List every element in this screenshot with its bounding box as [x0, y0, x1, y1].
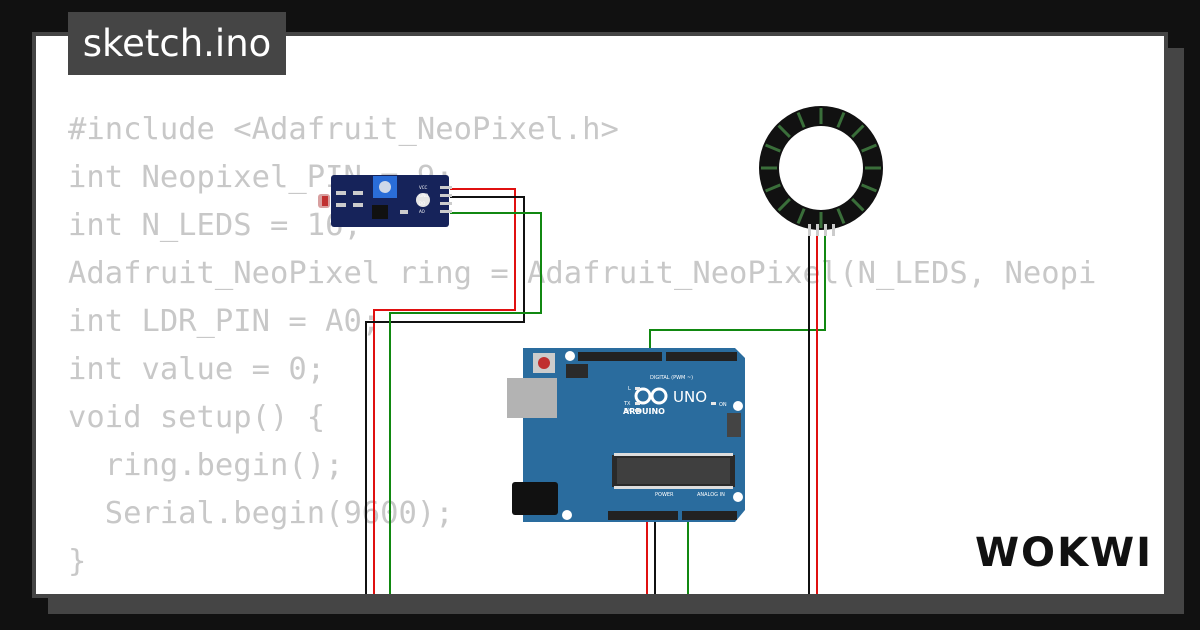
ring-led: [796, 111, 806, 128]
ring-led: [777, 198, 791, 212]
arduino-brand: ARDUINO: [623, 407, 665, 416]
wire-ring-din: [649, 232, 826, 356]
wire-ldr-vcc: [373, 188, 516, 594]
code-line: int LDR_PIN = A0;: [68, 304, 381, 339]
power-label: POWER: [655, 492, 674, 498]
ring-led: [865, 166, 881, 170]
ldr-pin-label: DO: [419, 201, 425, 206]
power-header[interactable]: [608, 511, 678, 520]
ldr-pin-label: VCC: [419, 185, 428, 190]
file-tab[interactable]: sketch.ino: [68, 12, 286, 75]
code-line: #include <Adafruit_NeoPixel.h>: [68, 112, 619, 147]
ldr-pin-label: AO: [419, 209, 425, 214]
arduino-logo: [634, 387, 668, 405]
ring-led: [764, 183, 781, 193]
code-line: Serial.begin(9600);: [68, 496, 454, 531]
digital-header-right[interactable]: [666, 352, 737, 361]
code-line: int N_LEDS = 16;: [68, 208, 362, 243]
arduino-model: UNO: [673, 388, 707, 406]
code-line: }: [68, 544, 87, 579]
ring-led: [777, 124, 791, 138]
preview-card: #include <Adafruit_NeoPixel.h>int Neopix…: [32, 32, 1168, 598]
ring-led: [861, 183, 878, 193]
ring-led: [761, 166, 777, 170]
arduino-uno-board[interactable]: ARDUINO UNO DIGITAL (PWM ~) POWER ANALOG…: [507, 348, 745, 522]
code-line: int value = 0;: [68, 352, 326, 387]
neopixel-ring[interactable]: [759, 106, 883, 236]
code-line: Adafruit_NeoPixel ring = Adafruit_NeoPix…: [68, 256, 1097, 291]
ring-led: [819, 212, 823, 228]
ring-led: [851, 124, 865, 138]
tx-led-label: TX: [623, 401, 631, 407]
ring-led: [861, 143, 878, 153]
ldr-pin-label: GND: [419, 193, 428, 198]
digital-label: DIGITAL (PWM ~): [650, 375, 693, 381]
wires: [365, 188, 826, 594]
code-line: ring.begin();: [68, 448, 344, 483]
wire-ldr-ao: [389, 212, 542, 594]
ring-leds: [761, 108, 881, 228]
wokwi-logo-text: WOKWI: [976, 530, 1152, 576]
wokwi-logo[interactable]: WOKWI: [976, 520, 1152, 584]
power-jack: [512, 482, 558, 515]
ring-led: [796, 208, 806, 225]
ring-led: [836, 208, 846, 225]
ring-led: [851, 198, 865, 212]
usb-port: [507, 378, 557, 418]
digital-header-left[interactable]: [578, 352, 662, 361]
ldr-sensor-module[interactable]: VCC GND DO AO: [318, 175, 452, 227]
analog-label: ANALOG IN: [697, 492, 725, 498]
wire-ldr-gnd: [365, 196, 525, 594]
ring-led: [836, 111, 846, 128]
l-led-label: L: [628, 386, 631, 392]
ring-led: [764, 143, 781, 153]
ring-led: [819, 108, 823, 124]
code-line: void setup() {: [68, 400, 326, 435]
on-led-label: ON: [719, 402, 727, 408]
rx-led-label: RX: [624, 408, 631, 414]
analog-header[interactable]: [682, 511, 737, 520]
